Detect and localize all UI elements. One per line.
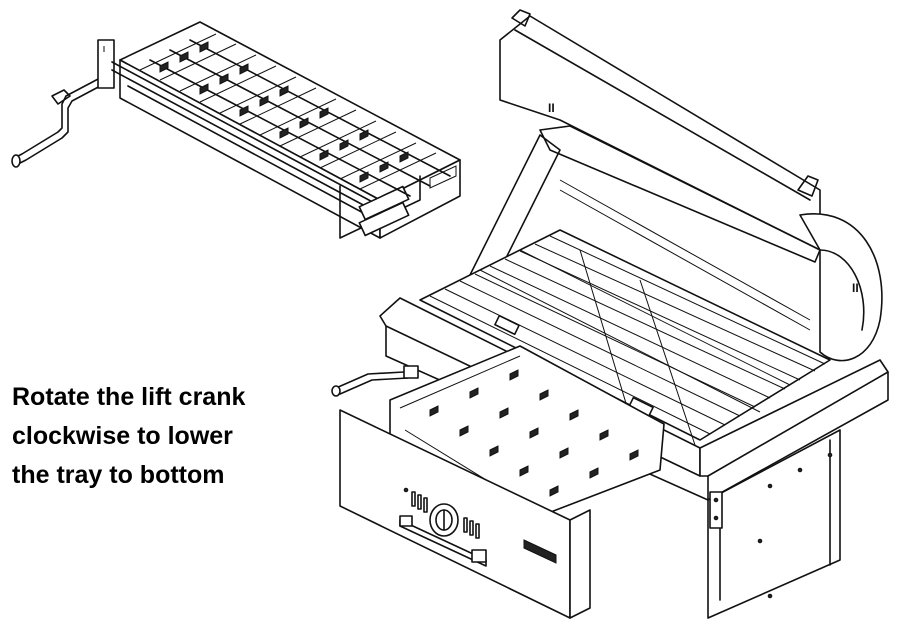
- svg-text:II: II: [548, 101, 555, 115]
- grill-lift-crank[interactable]: [331, 365, 419, 397]
- drawer-handle[interactable]: [399, 515, 487, 567]
- grill-assembly: II II: [331, 9, 889, 619]
- charcoal-briquettes: [139, 33, 451, 197]
- control-knob[interactable]: [429, 503, 459, 537]
- brand-badge: [523, 539, 557, 564]
- lift-crank-handle: [11, 39, 115, 168]
- tray-frame: [111, 21, 461, 239]
- instruction-line: Rotate the lift crank: [12, 383, 246, 411]
- instruction-line: the tray to bottom: [12, 461, 225, 489]
- grill-body: [707, 429, 841, 619]
- instruction-line: clockwise to lower: [12, 422, 233, 450]
- instruction-text: Rotate the lift crank clockwise to lower…: [12, 378, 312, 495]
- drawer-front-panel: [339, 409, 591, 619]
- vent-slots: [411, 491, 480, 539]
- svg-text:II: II: [852, 281, 859, 295]
- detached-charcoal-tray: [11, 21, 461, 239]
